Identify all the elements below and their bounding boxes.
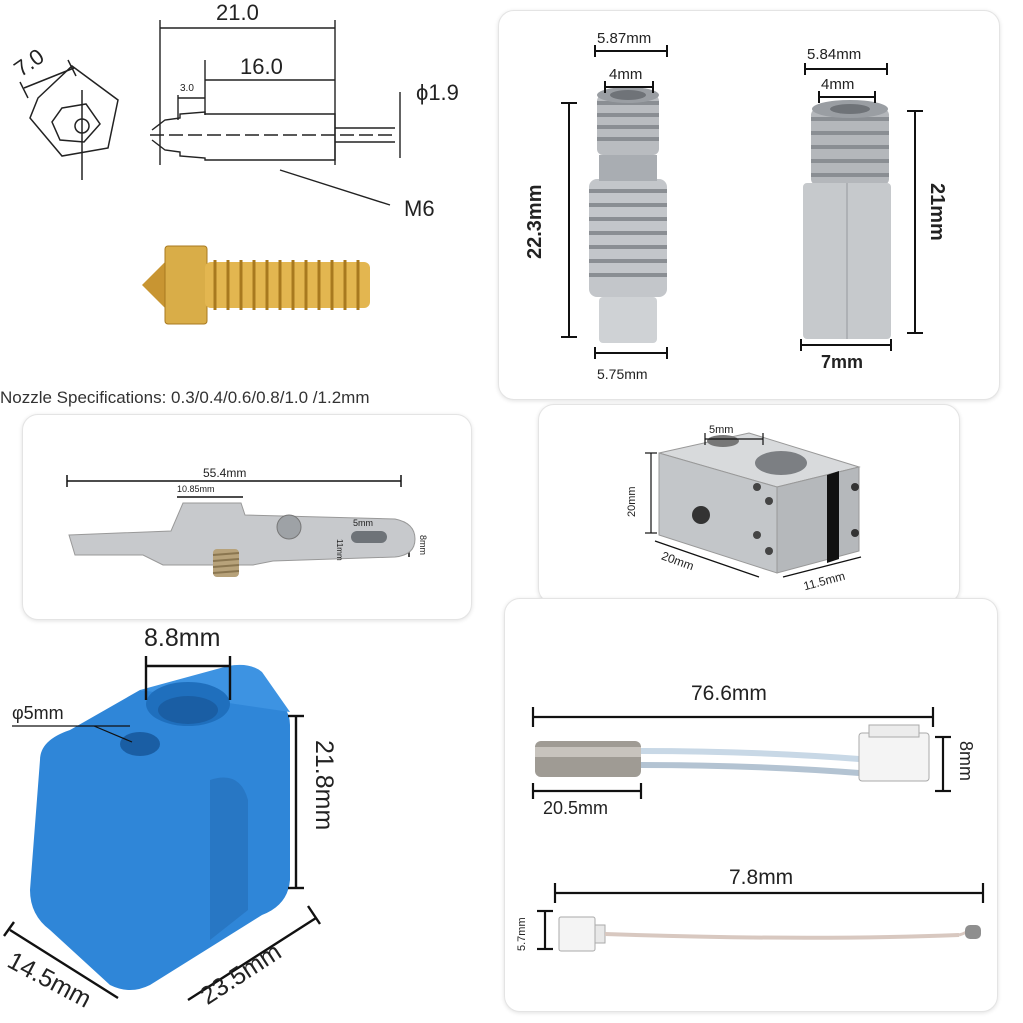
brass-nozzle — [142, 245, 370, 325]
thread-type-label: M6 — [404, 196, 435, 221]
cartridge-length: 20.5mm — [543, 798, 609, 818]
block-hole: 5mm — [709, 424, 734, 436]
clamp-panel: 55.4mm 10.85mm 5mm 11mm 8mm — [22, 414, 472, 620]
total-length-label: 21.0 — [216, 0, 259, 25]
hb-right-top-outer: 5.84mm — [807, 46, 862, 63]
cartridge-total: 76.6mm — [691, 682, 767, 705]
clamp-inner: 10.85mm — [177, 484, 215, 494]
cartridge-panel: 76.6mm 20.5mm 8mm 7.8mm 5.7mm — [504, 598, 998, 1012]
thermistor-length: 7.8mm — [729, 866, 794, 889]
hb-right-height: 21mm — [926, 183, 948, 241]
hex-inner — [51, 103, 101, 143]
heater-cartridge — [535, 724, 930, 782]
thermistor-connector: 5.7mm — [516, 917, 528, 951]
nozzle-drawing-svg — [19, 20, 401, 325]
tip-length-label: 3.0 — [180, 83, 194, 94]
silicone-sock — [30, 664, 290, 990]
block-height: 20mm — [626, 486, 638, 517]
hb-left-top-outer: 5.87mm — [597, 30, 652, 47]
clamp-part — [68, 502, 416, 577]
heatbreak-left — [589, 87, 667, 343]
heatbreak-panel: 5.87mm 4mm 22.3mm 5.75mm 5.84mm 4mm 21mm… — [498, 10, 1000, 400]
heater-block-svg — [645, 432, 862, 578]
heatbreak-svg — [561, 45, 923, 359]
heater-block-panel: 5mm 20mm 20mm 11.5mm — [538, 404, 960, 604]
thermistor — [558, 916, 981, 952]
hb-left-height: 22.3mm — [524, 184, 546, 260]
outlet-diameter-label: ϕ1.9 — [416, 80, 459, 105]
heater-block — [658, 432, 861, 574]
thread-length-label: 16.0 — [240, 54, 283, 79]
cartridge-svg — [531, 707, 985, 952]
clamp-length: 55.4mm — [203, 466, 247, 480]
sock-height: 21.8mm — [310, 740, 338, 831]
hex-outline — [29, 65, 119, 157]
sock-hole: φ5mm — [12, 703, 64, 723]
heatbreak-right — [803, 100, 891, 339]
hb-left-top-inner: 4mm — [609, 66, 643, 83]
silicone-sock-svg — [3, 656, 321, 1002]
cartridge-connector: 8mm — [956, 741, 976, 781]
nozzle-spec-text: Nozzle Specifications: 0.3/0.4/0.6/0.8/1… — [0, 388, 370, 407]
hb-left-bottom: 5.75mm — [597, 366, 648, 382]
clamp-svg — [66, 475, 416, 577]
hb-right-bottom: 7mm — [821, 352, 864, 372]
hb-right-top-inner: 4mm — [821, 76, 855, 93]
clamp-hole: 5mm — [353, 518, 373, 528]
sock-opening: 8.8mm — [144, 624, 221, 652]
